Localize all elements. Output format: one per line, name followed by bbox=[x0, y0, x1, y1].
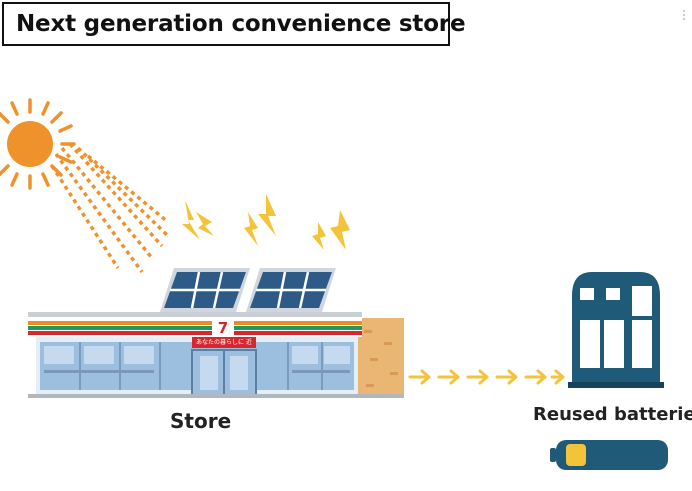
store-icon: 7 bbox=[28, 312, 404, 398]
more-options-icon bbox=[682, 9, 686, 21]
store-logo: 7 bbox=[218, 319, 228, 337]
solar-panel-icon bbox=[160, 268, 336, 312]
sun-rays bbox=[50, 142, 170, 274]
page-title: Next generation convenience store bbox=[2, 2, 466, 46]
lightning-bolt-icon bbox=[182, 194, 350, 250]
arrow-icon bbox=[408, 369, 565, 385]
battery-cabinet-icon bbox=[568, 272, 664, 388]
store-sign-text: あなたの暮らしに 近くて便利 bbox=[196, 339, 252, 346]
store-label: Store bbox=[170, 409, 232, 433]
sun-icon bbox=[0, 98, 76, 190]
battery-icon bbox=[550, 440, 668, 470]
reused-batteries-label: Reused batteries bbox=[533, 404, 692, 425]
